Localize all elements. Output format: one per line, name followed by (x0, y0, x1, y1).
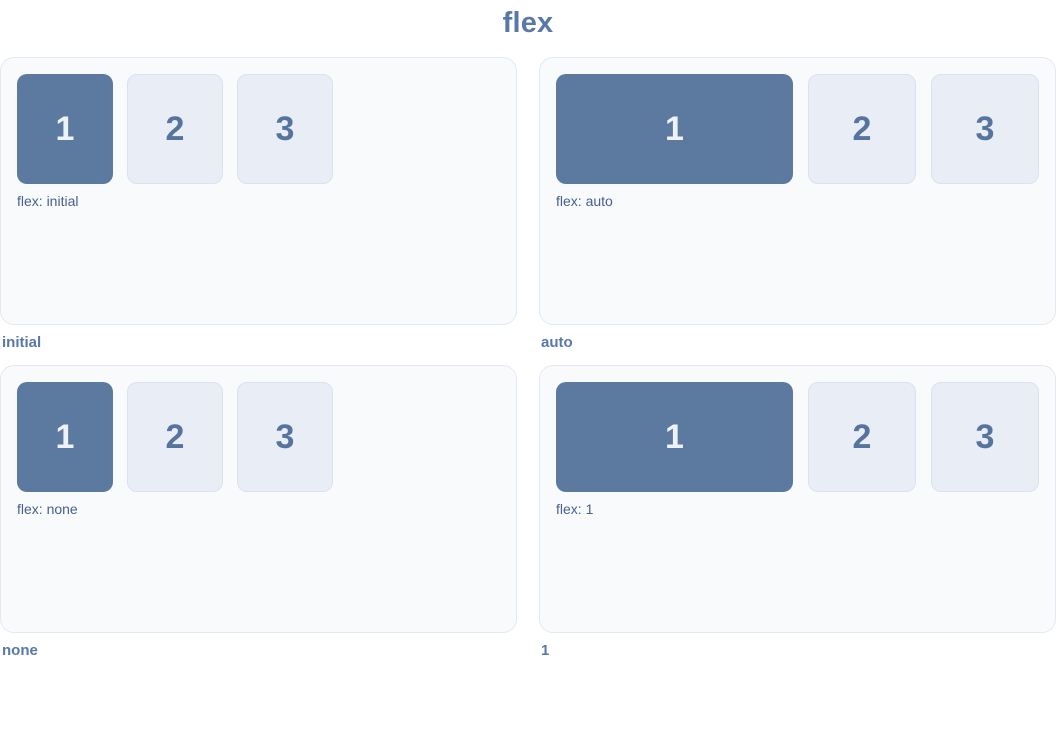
panel-initial: 1 2 3 flex: initial (0, 57, 517, 325)
panel-1: 1 2 3 flex: 1 (539, 365, 1056, 633)
flex-items-row: 1 2 3 (17, 74, 500, 184)
flex-item-1: 1 (556, 382, 793, 492)
flex-item-3: 3 (237, 382, 333, 492)
flex-item-2: 2 (127, 382, 223, 492)
example-caption-none: none (2, 642, 38, 659)
flex-item-1: 1 (556, 74, 793, 184)
flex-property-label: flex: 1 (556, 501, 594, 517)
example-caption-initial: initial (2, 334, 42, 351)
flex-item-2: 2 (127, 74, 223, 184)
examples-grid: 1 2 3 flex: initial initial 1 2 3 flex: … (0, 57, 1056, 660)
flex-items-row: 1 2 3 (556, 382, 1039, 492)
flex-property-label: flex: initial (17, 193, 79, 209)
flex-item-2: 2 (808, 74, 916, 184)
flex-item-1: 1 (17, 382, 113, 492)
panel-auto: 1 2 3 flex: auto (539, 57, 1056, 325)
flex-property-label: flex: none (17, 501, 78, 517)
flex-item-3: 3 (931, 74, 1039, 184)
example-caption-1: 1 (541, 642, 550, 659)
example-1: 1 2 3 flex: 1 1 (539, 365, 1056, 660)
panel-none: 1 2 3 flex: none (0, 365, 517, 633)
flex-item-2: 2 (808, 382, 916, 492)
flex-item-3: 3 (931, 382, 1039, 492)
page-title: flex (502, 7, 554, 39)
flex-item-3: 3 (237, 74, 333, 184)
example-caption-auto: auto (541, 334, 573, 351)
flex-property-label: flex: auto (556, 193, 613, 209)
flex-items-row: 1 2 3 (556, 74, 1039, 184)
example-none: 1 2 3 flex: none none (0, 365, 517, 660)
flex-items-row: 1 2 3 (17, 382, 500, 492)
flex-item-1: 1 (17, 74, 113, 184)
example-initial: 1 2 3 flex: initial initial (0, 57, 517, 352)
example-auto: 1 2 3 flex: auto auto (539, 57, 1056, 352)
